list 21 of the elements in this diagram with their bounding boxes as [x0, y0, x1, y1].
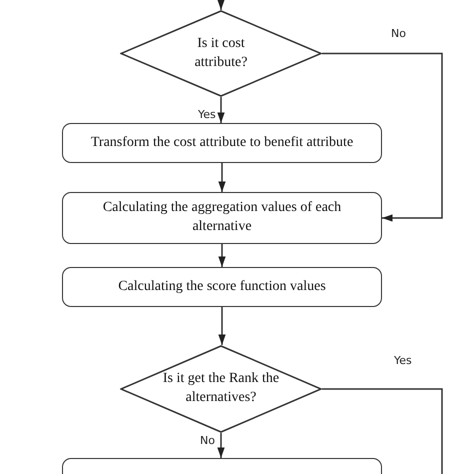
decision-diamond — [120, 10, 322, 97]
edge-label: No — [390, 27, 407, 40]
arrow — [217, 97, 225, 123]
arrow — [322, 52, 443, 222]
edge-label: No — [199, 434, 216, 447]
node-text: Is it cost attribute? — [194, 34, 248, 72]
process-box — [62, 267, 382, 307]
process-box — [62, 192, 382, 244]
decision-diamond — [120, 345, 322, 433]
node-text: Is it get the Rank the alternatives? — [162, 370, 280, 407]
arrow — [218, 244, 226, 267]
edge-label: Yes — [393, 354, 413, 367]
arrow — [217, 433, 225, 458]
process-box — [62, 123, 382, 163]
node-text: Calculating the score function values — [118, 278, 326, 296]
node-text: Transform the cost attribute to benefit attribute — [90, 134, 354, 152]
arrow — [218, 307, 226, 345]
arrow — [217, 0, 225, 10]
edge-label: Yes — [197, 108, 217, 121]
arrow — [218, 163, 226, 192]
node-text: Calculating the aggregation values of each alternative — [102, 199, 342, 236]
